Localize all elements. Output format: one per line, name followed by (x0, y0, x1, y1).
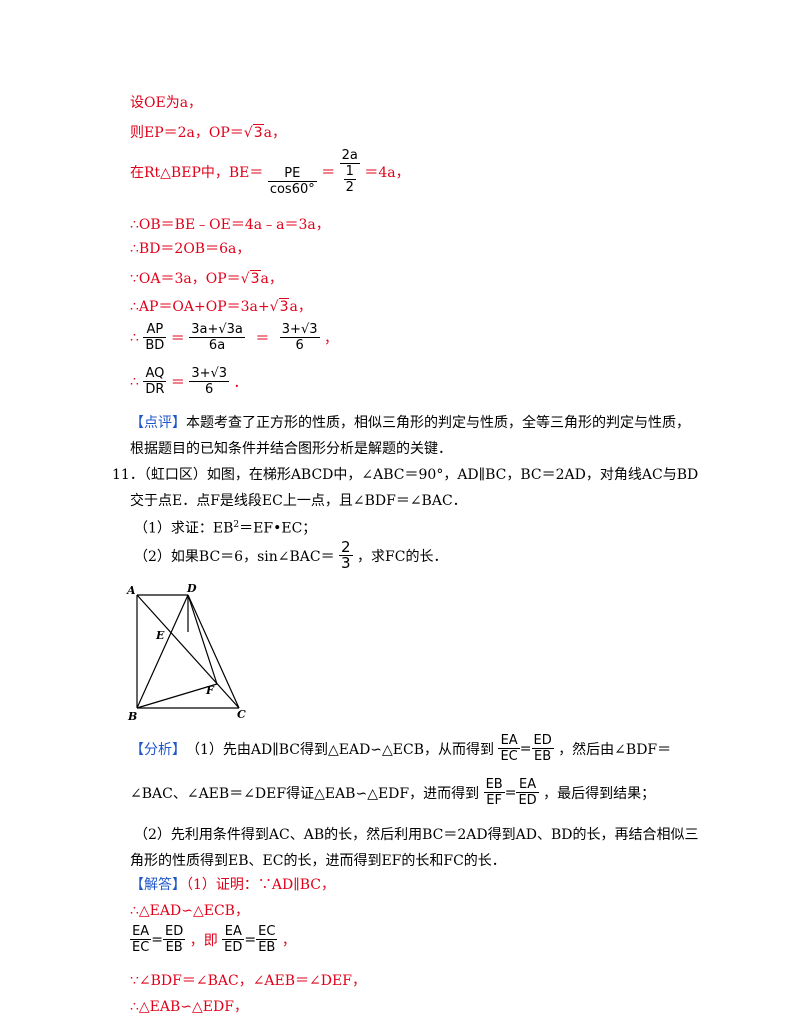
trapezoid-figure: A D E F B C (126, 582, 246, 722)
solution-line-ep-op: 则EP＝2a，OP＝√3a， (130, 124, 286, 141)
solution-line-ap: ∴AP＝OA+OP＝3a+√3a， (130, 298, 312, 315)
solution-line-ob: ∴OB＝BE﹣OE＝4a﹣a＝3a， (130, 217, 330, 233)
label-f: F (205, 684, 215, 697)
segment-bd (136, 594, 189, 709)
solution-line-be: 在Rt△BEP中，BE＝ PE cos60° ＝ 2a 1 2 ＝4a， (130, 148, 410, 197)
label-c: C (237, 708, 246, 721)
solution-line-bd: ∴BD＝2OB＝6a， (130, 241, 251, 257)
segment-dc (187, 594, 240, 709)
segment-ac (136, 594, 240, 709)
sqrt-symbol: √3 (243, 124, 264, 141)
comment-tag: 【点评】 (130, 415, 186, 431)
comment-line-2: 根据题目的已知条件并结合图形分析是解题的关键． (130, 441, 452, 457)
solution-tag: 【解答】 (130, 877, 186, 893)
label-a: A (126, 584, 136, 597)
solution-line-aq-over-dr: ∴ AQ DR ＝ 3+√3 6 ． (130, 366, 248, 397)
fraction-pe-cos60: PE cos60° (267, 166, 317, 197)
label-e: E (155, 629, 165, 642)
fraction-aq-dr: AQ DR (143, 366, 167, 397)
fraction-2a-over-half: 2a 1 2 (339, 148, 360, 195)
label-b: B (127, 710, 137, 722)
fraction-3-sqrt3-6: 3+√3 6 (279, 322, 320, 353)
analysis-line-3: （2）先利用条件得到AC、AB的长，然后利用BC＝2AD得到AD、BD的长，再结… (134, 827, 699, 843)
sqrt-symbol: √3 (269, 298, 290, 315)
fraction-3a-sqrt3a-6a: 3a+√3a 6a (189, 322, 245, 353)
analysis-tag: 【分析】 (130, 741, 186, 758)
fraction-one-half: 1 2 (343, 164, 356, 195)
sqrt-symbol: √3 (240, 270, 261, 287)
question-11-part-1: （1）求证：EB2＝EF•EC； (134, 520, 317, 537)
segment-bf (136, 683, 218, 709)
solution-line-2: ∴△EAD∽△ECB， (130, 903, 249, 919)
question-11-line-2: 交于点E．点F是线段EC上一点，且∠BDF＝∠BAC． (130, 493, 467, 509)
segment-df (187, 594, 218, 685)
solution-line-oe: 设OE为a， (130, 95, 203, 111)
question-11-part-2: （2）如果BC＝6，sin∠BAC＝ 2 3 ，求FC的长． (134, 538, 448, 572)
solution-line-5: ∴△EAB∽△EDF， (130, 999, 248, 1015)
comment-line-1: 【点评】本题考查了正方形的性质，相似三角形的判定与性质，全等三角形的判定与性质， (130, 415, 690, 431)
question-11-line-1: 11．（虹口区）如图，在梯形ABCD中，∠ABC＝90°，AD∥BC，BC＝2A… (112, 467, 699, 483)
analysis-line-4: 角形的性质得到EB、EC的长，进而得到EF的长和FC的长． (130, 853, 506, 869)
label-d: D (186, 582, 197, 595)
solution-line-4: ∵∠BDF＝∠BAC，∠AEB＝∠DEF， (130, 973, 366, 989)
fraction-3-sqrt3-6-b: 3+√3 6 (189, 366, 230, 397)
solution-line-1: 【解答】（1）证明：∵AD∥BC， (130, 877, 335, 893)
solution-line-ap-over-bd: ∴ AP BD ＝ 3a+√3a 6a ＝ 3+√3 6 ， (130, 322, 338, 353)
fraction-ap-bd: AP BD (143, 322, 167, 353)
fraction-two-thirds: 2 3 (339, 538, 353, 572)
solution-line-oa-op: ∵OA＝3a，OP＝√3a， (130, 270, 283, 287)
